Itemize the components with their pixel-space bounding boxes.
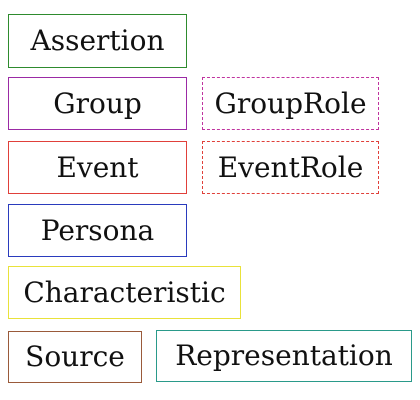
event-label: Event xyxy=(56,150,139,184)
source-node: Source xyxy=(8,331,142,383)
group-role-node: GroupRole xyxy=(202,77,379,130)
characteristic-node: Characteristic xyxy=(8,266,241,319)
persona-node: Persona xyxy=(8,204,187,257)
event-role-label: EventRole xyxy=(217,150,364,184)
group-node: Group xyxy=(8,77,187,130)
characteristic-label: Characteristic xyxy=(23,275,226,309)
assertion-label: Assertion xyxy=(30,24,165,57)
group-label: Group xyxy=(53,86,142,120)
event-role-node: EventRole xyxy=(202,141,379,194)
representation-label: Representation xyxy=(175,339,393,372)
source-label: Source xyxy=(25,340,125,373)
persona-label: Persona xyxy=(40,213,155,247)
event-node: Event xyxy=(8,141,187,194)
group-role-label: GroupRole xyxy=(214,86,367,120)
assertion-node: Assertion xyxy=(8,14,187,68)
representation-node: Representation xyxy=(156,330,412,382)
